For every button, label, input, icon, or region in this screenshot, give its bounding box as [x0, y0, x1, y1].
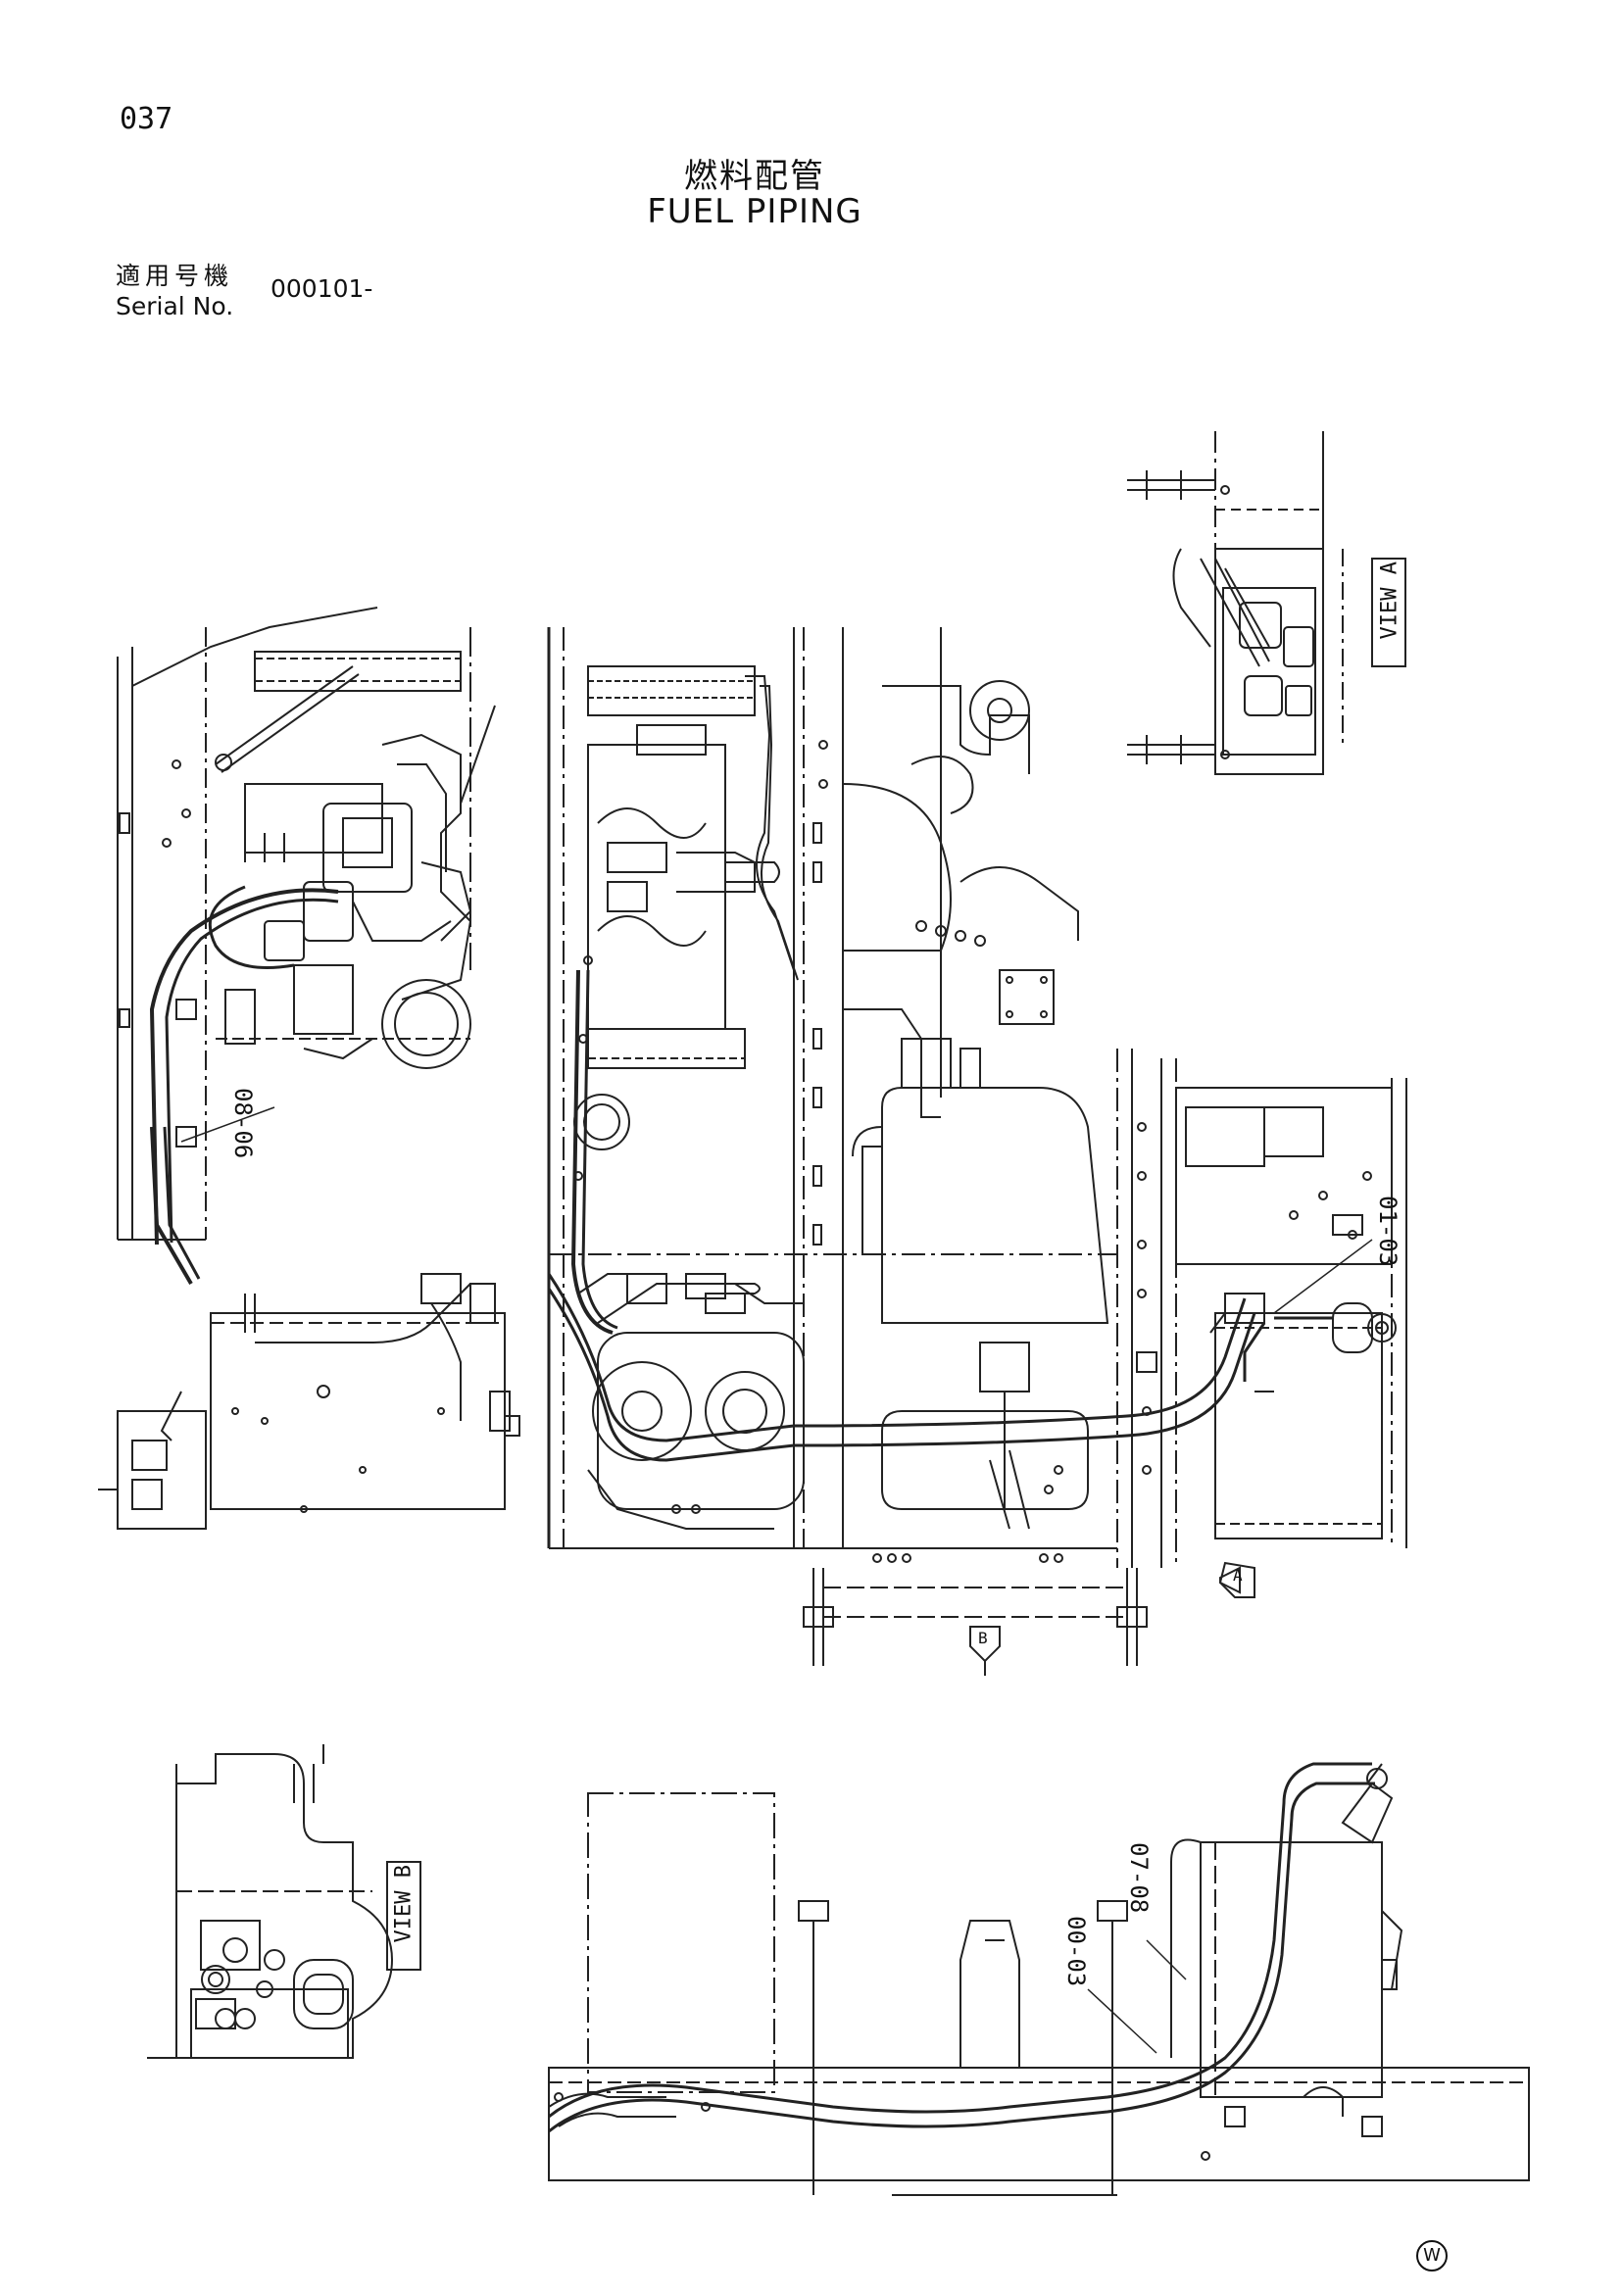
- view-a-drawing: [1127, 431, 1406, 775]
- title-japanese: 燃料配管: [684, 157, 825, 196]
- callout-08-06: 08-06: [229, 1088, 257, 1159]
- arrow-a-label: A: [1233, 1566, 1243, 1585]
- left-frame-drawing: [98, 607, 520, 1530]
- center-frame-drawing: [547, 627, 1256, 1666]
- callout-01-03: 01-03: [1374, 1196, 1402, 1267]
- serial-label-english: Serial No.: [116, 292, 234, 320]
- serial-label-japanese: 適用号機: [116, 262, 234, 290]
- right-frame-drawing: [1116, 1049, 1407, 1598]
- bottom-elevation-drawing: [548, 1762, 1530, 2196]
- callout-07-08: 07-08: [1125, 1842, 1153, 1914]
- view-b-drawing: [147, 1744, 421, 2059]
- view-b-label: VIEW B: [391, 1865, 417, 1943]
- serial-number-value: 000101-: [270, 274, 373, 303]
- watermark-circle: W: [1416, 2240, 1448, 2272]
- view-a-label: VIEW A: [1377, 562, 1402, 640]
- arrow-b-label: B: [978, 1629, 988, 1647]
- title-english: FUEL PIPING: [647, 192, 862, 231]
- page-number: 037: [120, 102, 173, 136]
- callout-00-03: 00-03: [1062, 1916, 1090, 1987]
